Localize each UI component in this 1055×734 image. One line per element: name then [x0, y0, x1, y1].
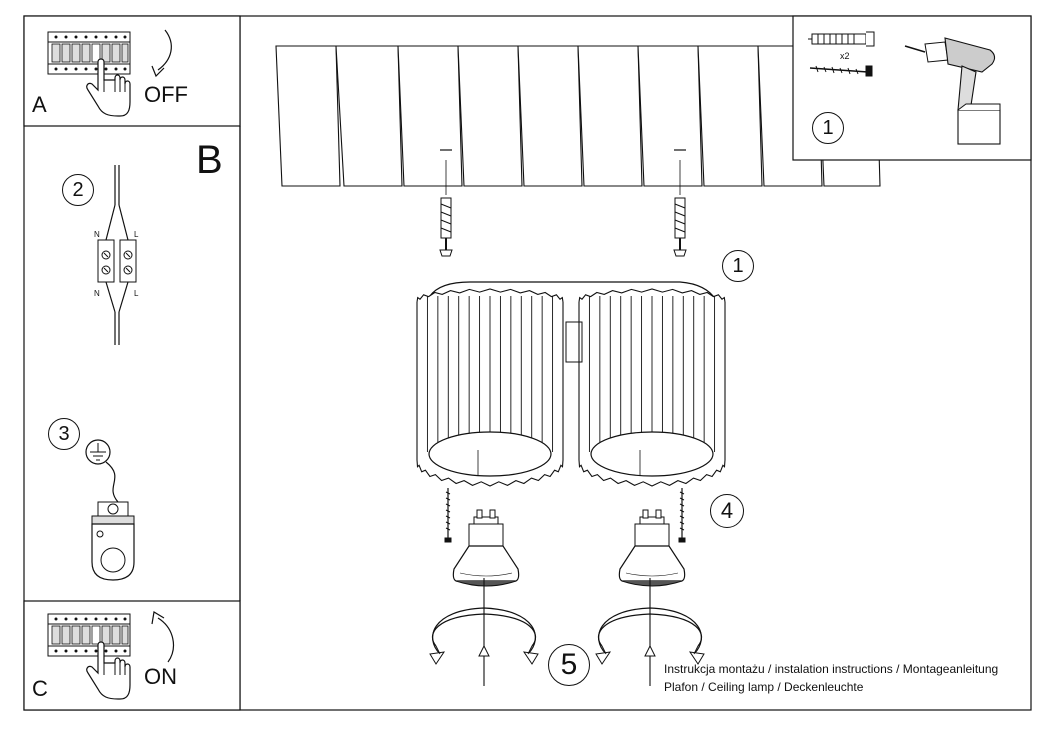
terminal-block-icon [97, 165, 137, 345]
circuit-breaker-icon [47, 613, 131, 657]
screw-icon [809, 65, 873, 77]
rotate-arrow-icon [429, 577, 539, 687]
shade-screw-icon [444, 487, 452, 543]
circuit-breaker-icon [47, 31, 131, 75]
wire-label-live-top: L [134, 230, 139, 239]
step-4-marker: 4 [710, 494, 744, 528]
curved-arrow-down-icon [157, 29, 172, 71]
hardware-quantity: x2 [840, 51, 850, 61]
lamp-canopy [429, 281, 717, 301]
footer-product: Plafon / Ceiling lamp / Deckenleuchte [664, 680, 864, 694]
lamp-shade-left [416, 288, 564, 487]
ground-wire [105, 461, 119, 503]
lamp-shade-right [578, 288, 726, 487]
step-3-marker: 3 [48, 418, 80, 450]
panel-a-letter: A [32, 92, 47, 117]
panel-a-state: OFF [144, 82, 188, 107]
wire-label-live-bottom: L [134, 289, 139, 298]
step-5-marker: 5 [548, 644, 590, 686]
ground-symbol-icon [85, 439, 111, 465]
lamp-connector [565, 321, 583, 363]
wall-plug-icon [808, 31, 875, 47]
power-drill-icon [904, 37, 1001, 145]
step-2-marker: 2 [62, 174, 94, 206]
gu10-bulb-icon [618, 509, 686, 587]
outer-frame [23, 15, 1032, 711]
wire-label-neutral-bottom: N [94, 289, 100, 298]
wire-label-neutral-top: N [94, 230, 100, 239]
footer-instructions: Instrukcja montażu / instalation instruc… [664, 662, 999, 676]
panel-b-letter: B [196, 138, 223, 182]
ceiling-panels [275, 45, 881, 187]
wall-anchor-icon [673, 197, 687, 257]
mounting-bracket-icon [91, 501, 135, 581]
wall-anchor-icon [439, 197, 453, 257]
shade-screw-icon [678, 487, 686, 543]
gu10-bulb-icon [452, 509, 520, 587]
step-1-marker-tools: 1 [812, 112, 844, 144]
panel-c-letter: C [32, 676, 48, 701]
curved-arrow-up-icon [157, 617, 175, 663]
step-1-marker: 1 [722, 250, 754, 282]
panel-c-state: ON [144, 664, 177, 689]
